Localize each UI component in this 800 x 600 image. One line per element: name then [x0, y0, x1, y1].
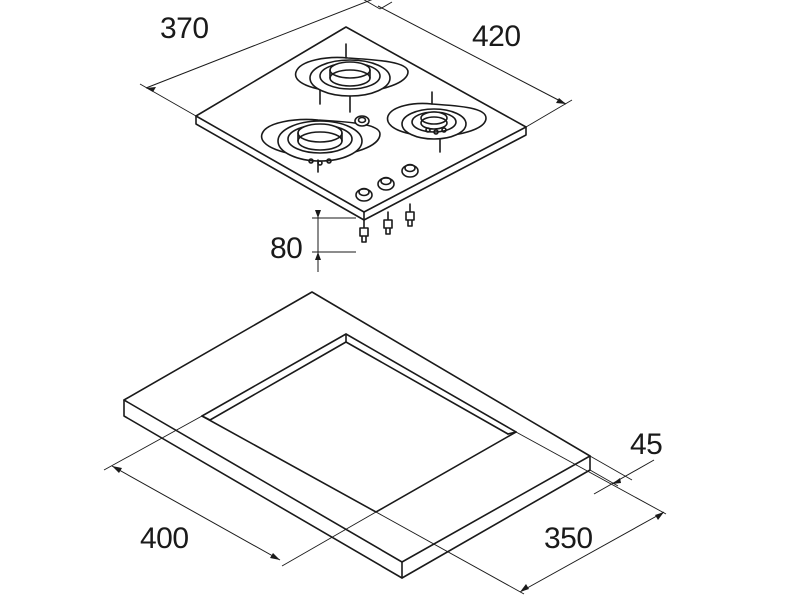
- dimension-line-hob-width: [377, 1, 573, 128]
- dimension-line-hob-height: [312, 210, 356, 272]
- gas-connectors: [359, 203, 415, 243]
- control-knob-1: [355, 187, 373, 202]
- control-knob-2: [377, 176, 395, 191]
- burner-left: [260, 118, 381, 173]
- control-knob-3: [401, 163, 419, 178]
- label-cutout-width: 400: [140, 522, 189, 555]
- hob-drawing: [139, 0, 573, 272]
- dimension-line-worktop-thickness: [589, 455, 655, 495]
- dimension-line-cutout-depth: [375, 431, 667, 595]
- label-hob-height: 80: [270, 232, 302, 265]
- burner-right: [386, 91, 487, 153]
- dimension-line-cutout-width: [103, 415, 377, 567]
- dimension-line-hob-depth: [139, 0, 381, 117]
- worktop-drawing: [103, 291, 667, 595]
- label-hob-depth: 370: [160, 12, 209, 45]
- burner-back: [294, 43, 409, 113]
- label-cutout-depth: 350: [544, 522, 593, 555]
- label-hob-width: 420: [472, 20, 521, 53]
- label-worktop-thickness: 45: [630, 428, 662, 461]
- ignition-button: [354, 115, 370, 127]
